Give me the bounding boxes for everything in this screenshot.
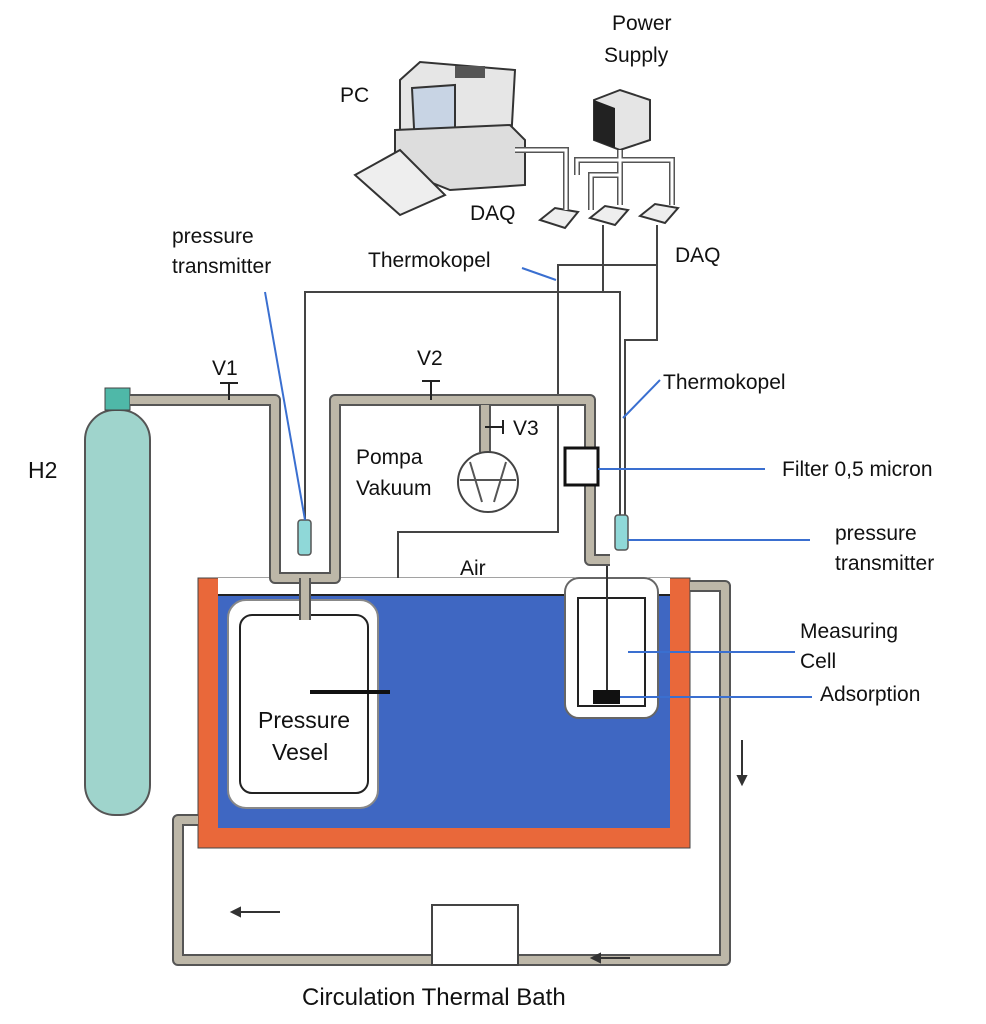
daq-devices <box>537 202 680 230</box>
label-filter: Filter 0,5 micron <box>782 458 933 481</box>
label-power-supply: Power <box>612 12 672 35</box>
label-pressure-vessel: Pressure <box>258 707 350 733</box>
label-pc: PC <box>340 84 369 107</box>
daq-icon <box>587 204 630 227</box>
label-h2: H2 <box>28 457 57 483</box>
label-measuring-cell: Measuring <box>800 620 898 643</box>
label-thermokopel-right: Thermokopel <box>663 371 786 394</box>
measuring-cell <box>564 555 659 719</box>
label-pressure-transmitter-left-2: transmitter <box>172 255 271 278</box>
valve-v1[interactable] <box>220 382 238 400</box>
circulator-unit <box>431 904 519 966</box>
daq-icon <box>537 206 580 230</box>
label-v1: V1 <box>212 357 238 380</box>
label-air: Air <box>460 557 486 580</box>
label-adsorption: Adsorption <box>820 683 920 706</box>
power-supply-icon <box>593 88 651 152</box>
label-daq-left: DAQ <box>470 202 516 225</box>
h2-cylinder <box>84 387 151 816</box>
leader-lines <box>264 267 812 698</box>
label-pressure-vessel-2: Vesel <box>272 739 328 765</box>
label-power-supply-2: Supply <box>604 44 669 67</box>
filter-box <box>563 446 600 487</box>
adsorbent-sample <box>593 690 620 704</box>
pressure-transmitter-right <box>614 514 629 551</box>
pc-icon <box>353 60 526 217</box>
label-pressure-transmitter-right-2: transmitter <box>835 552 934 575</box>
vacuum-pump-icon <box>457 451 519 513</box>
label-measuring-cell-2: Cell <box>800 650 836 673</box>
label-v3: V3 <box>513 417 539 440</box>
flow-arrows <box>229 740 748 964</box>
valve-v3[interactable] <box>485 420 504 434</box>
label-thermokopel-top: Thermokopel <box>368 249 491 272</box>
label-v2: V2 <box>417 347 443 370</box>
valve-v2[interactable] <box>422 380 440 400</box>
label-pompa-vakuum-2: Vakuum <box>356 477 431 500</box>
label-pressure-transmitter-left: pressure <box>172 225 254 248</box>
pressure-vessel <box>227 599 390 809</box>
daq-icon <box>637 202 680 225</box>
pressure-transmitter-left <box>297 519 312 556</box>
label-pressure-transmitter-right: pressure <box>835 522 917 545</box>
label-daq-right: DAQ <box>675 244 721 267</box>
label-circulation-thermal-bath: Circulation Thermal Bath <box>302 984 566 1011</box>
label-pompa-vakuum: Pompa <box>356 446 423 469</box>
